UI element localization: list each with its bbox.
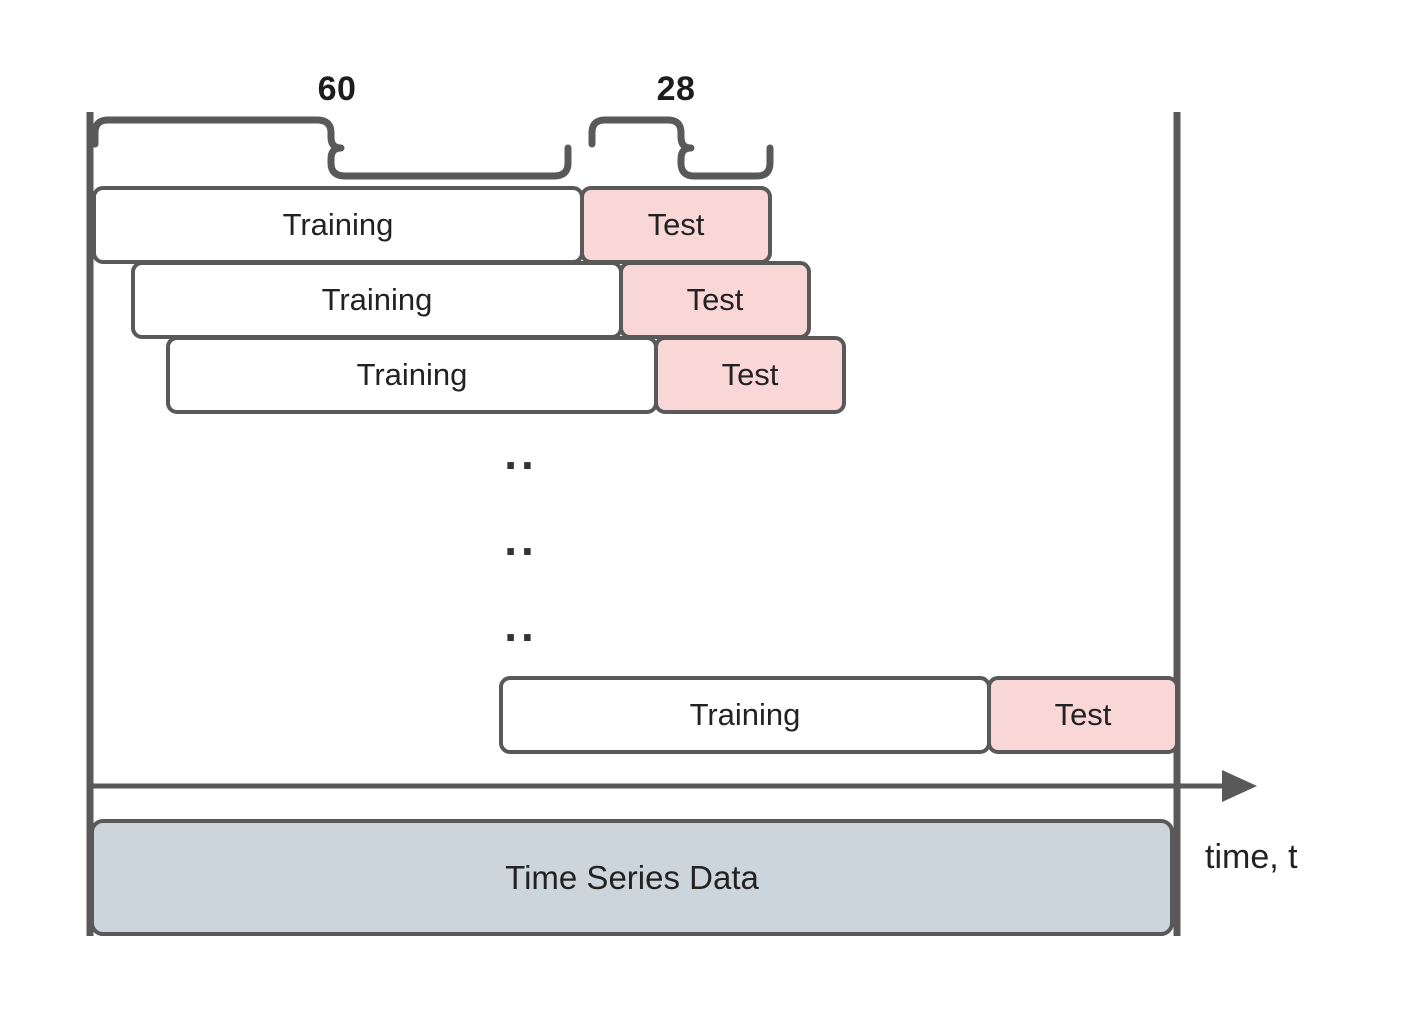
time-axis-label: time, t [1205, 838, 1298, 876]
test-bar-row-3[interactable]: Test [654, 336, 846, 414]
training-bar-row-1[interactable]: Training [92, 186, 584, 264]
brace-test-window [588, 116, 774, 180]
time-series-data-bar[interactable]: Time Series Data [90, 819, 1174, 936]
training-bar-row-3[interactable]: Training [166, 336, 658, 414]
brace-training-window [91, 116, 572, 180]
test-bar-label: Test [721, 357, 779, 392]
training-bar-label: Training [689, 697, 801, 732]
test-bar-row-1[interactable]: Test [580, 186, 772, 264]
training-bar-label: Training [356, 357, 468, 392]
ellipsis-marker-1: .. [504, 427, 538, 479]
ellipsis-marker-2: .. [504, 513, 538, 565]
training-bar-label: Training [321, 282, 433, 317]
test-bar-label: Test [647, 207, 705, 242]
ellipsis-marker-3: .. [504, 599, 538, 651]
time-series-data-label: Time Series Data [505, 858, 759, 896]
test-bar-label: Test [686, 282, 744, 317]
training-bar-row-2[interactable]: Training [131, 261, 623, 339]
test-bar-label: Test [1054, 697, 1112, 732]
training-bar-last-row[interactable]: Training [499, 676, 991, 754]
brace-label-training-count: 60 [317, 70, 357, 108]
training-bar-label: Training [282, 207, 394, 242]
brace-label-test-count: 28 [656, 70, 696, 108]
test-bar-last-row[interactable]: Test [987, 676, 1179, 754]
test-bar-row-2[interactable]: Test [619, 261, 811, 339]
